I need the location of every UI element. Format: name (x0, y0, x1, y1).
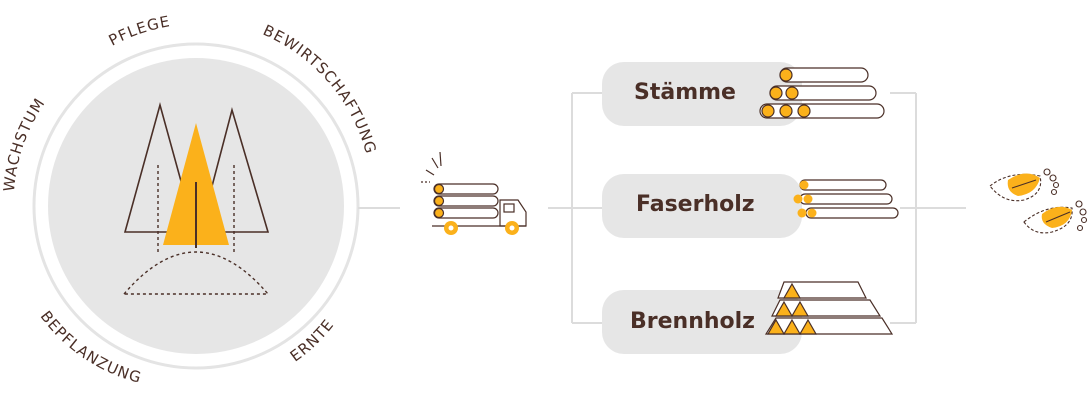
label-pflege: PFLEGE (106, 12, 172, 49)
right-bracket (890, 92, 966, 324)
product-pill-staemme: Stämme (602, 62, 802, 126)
product-label-staemme: Stämme (634, 80, 736, 105)
product-label-faserholz: Faserholz (636, 192, 755, 217)
left-bracket (571, 92, 604, 324)
forest-trees-icon (122, 101, 270, 295)
label-ernte: ERNTE (287, 315, 338, 365)
label-wachstum: WACHSTUM (0, 94, 49, 192)
cycle-ring (32, 42, 360, 370)
product-pill-brennholz: Brennholz (602, 290, 802, 354)
product-pill-faserholz: Faserholz (602, 174, 802, 238)
product-label-brennholz: Brennholz (630, 309, 755, 334)
log-truck-icon (421, 151, 527, 235)
